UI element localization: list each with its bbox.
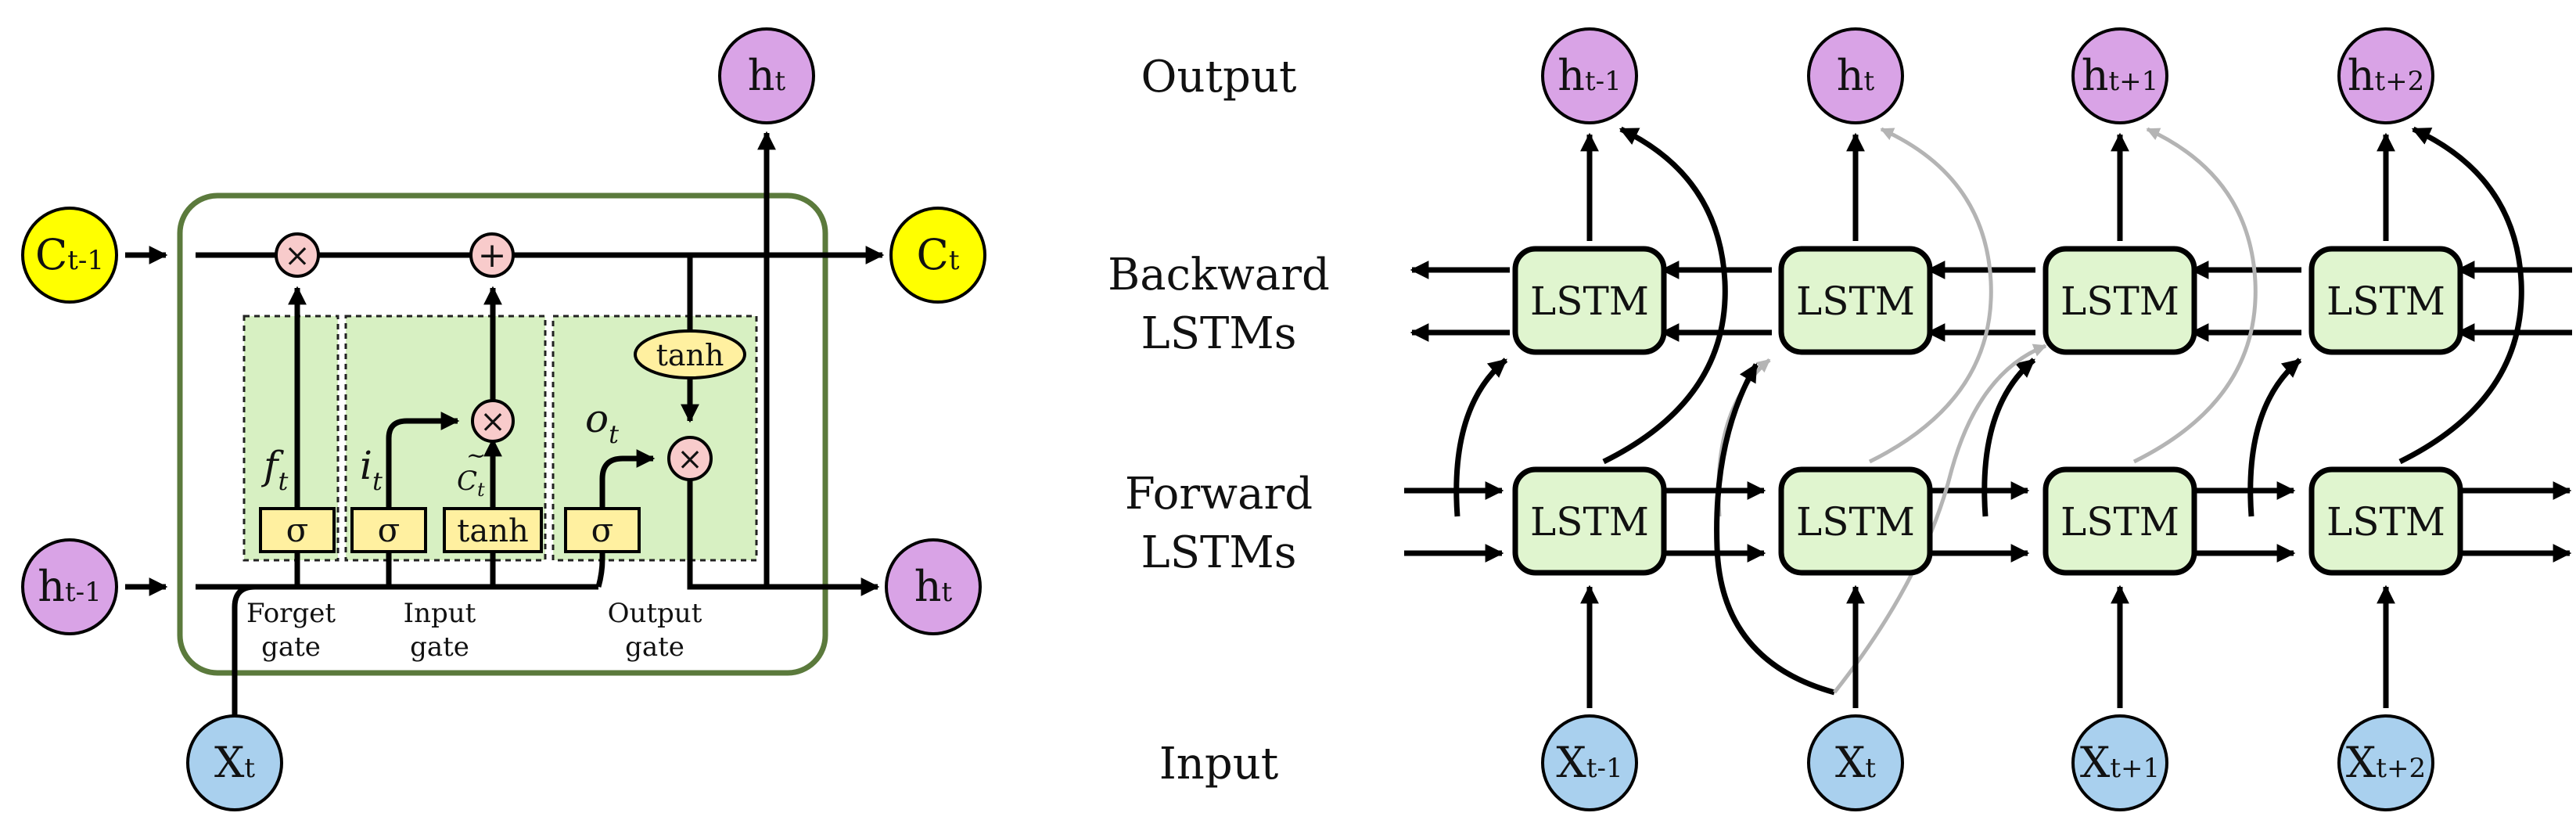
output-nodes: ht-1 ht ht+1 ht+2 [1541, 27, 2434, 124]
h-out-right-node [885, 538, 982, 635]
vertical-connections [1580, 132, 2395, 708]
x-input-node [186, 714, 283, 811]
h-out-top-label: ht [748, 51, 786, 100]
output-node-h-t+2 [2337, 27, 2434, 124]
input-label-x-t-1: Xt-1 [1556, 738, 1622, 787]
lstm-cell: × + × × tanh σ σ tanh σ ft it ~ Ct ot Fo… [21, 27, 986, 811]
input-multiply-node [471, 399, 515, 443]
input-label-x-t: Xt [1835, 738, 1876, 787]
input-node-x-t-1 [1541, 714, 1638, 811]
forward-connections [1404, 481, 2572, 563]
output-gate-caption-line1: Output [608, 598, 702, 629]
input-multiply-symbol: × [480, 404, 506, 440]
forward-lstm-block [2308, 466, 2463, 576]
row-label-output: Output [1141, 52, 1297, 103]
output-label-h-t-1: ht-1 [1557, 51, 1622, 100]
row-label-forward-line1: Forward [1125, 469, 1313, 520]
input-tanh-label: tanh [457, 513, 528, 549]
input-node-x-t [1807, 714, 1904, 811]
backward-lstm-label: LSTM [2060, 279, 2179, 324]
input-label-x-t+1: Xt+1 [2080, 738, 2160, 787]
output-node-h-t [1807, 27, 1904, 124]
skip-connections [1453, 126, 2524, 696]
backward-lstm-label: LSTM [1796, 279, 1915, 324]
output-gate-caption-line2: gate [625, 631, 684, 663]
bilstm-diagram: Output Backward LSTMs Forward LSTMs Inpu… [1108, 27, 2572, 811]
forward-lstm-label: LSTM [1530, 499, 1649, 545]
h-prev-node [21, 538, 118, 635]
backward-lstm-row: LSTM LSTM LSTM LSTM [1512, 246, 2463, 355]
backward-lstm-block [2308, 246, 2463, 355]
forget-sigma-label: σ [286, 511, 309, 549]
output-multiply-symbol: × [677, 441, 703, 477]
input-label-x-t+2: Xt+2 [2346, 738, 2426, 787]
forward-lstm-label: LSTM [2326, 499, 2445, 545]
output-sigma-box [564, 507, 641, 553]
row-label-input: Input [1159, 739, 1279, 789]
output-node-h-t-1 [1541, 27, 1638, 124]
forward-lstm-block [1512, 466, 1667, 576]
candidate-signal-label: Ct [457, 466, 485, 501]
forward-lstm-block [2042, 466, 2197, 576]
cell-add-symbol: + [478, 236, 507, 275]
c-prev-label: Ct-1 [35, 230, 104, 279]
forward-lstm-block [1778, 466, 1933, 576]
output-label-h-t: ht [1837, 51, 1875, 100]
input-gate-caption-line1: Input [404, 598, 476, 629]
output-signal-label: ot [585, 396, 619, 449]
candidate-accent: ~ [466, 442, 486, 469]
backward-lstm-block [2042, 246, 2197, 355]
x-input-label: Xt [214, 738, 255, 787]
input-gate-caption-line2: gate [410, 631, 469, 663]
forget-gate-caption-line1: Forget [246, 598, 336, 629]
row-label-backward-line1: Backward [1108, 250, 1330, 300]
input-tanh-box [443, 507, 543, 553]
input-signal-label: it [360, 443, 383, 496]
c-out-node [889, 207, 986, 304]
input-node-x-t+2 [2337, 714, 2434, 811]
input-node-x-t+1 [2071, 714, 2168, 811]
c-out-label: Ct [917, 230, 960, 279]
backward-lstm-block [1778, 246, 1933, 355]
output-sigma-label: σ [591, 511, 614, 549]
backward-lstm-block [1512, 246, 1667, 355]
h-prev-label: ht-1 [38, 562, 102, 611]
backward-lstm-label: LSTM [1530, 279, 1649, 324]
forward-lstm-label: LSTM [2060, 499, 2179, 545]
c-prev-node [21, 207, 118, 304]
cell-add-node [469, 232, 515, 278]
output-label-h-t+2: ht+2 [2348, 51, 2425, 100]
forward-lstm-label: LSTM [1796, 499, 1915, 545]
output-node-h-t+1 [2071, 27, 2168, 124]
forget-sigma-box [259, 507, 336, 553]
h-out-top-node [718, 27, 815, 124]
forget-multiply-symbol: × [284, 238, 311, 274]
forget-gate-caption-line2: gate [261, 631, 321, 663]
output-multiply-node [667, 436, 713, 481]
h-out-right-label: ht [914, 562, 953, 611]
output-label-h-t+1: ht+1 [2082, 51, 2159, 100]
cell-tanh-node [634, 329, 746, 379]
input-sigma-label: σ [378, 511, 401, 549]
cell-tanh-label: tanh [656, 338, 724, 372]
cell-boundary [177, 192, 828, 676]
backward-lstm-label: LSTM [2326, 279, 2445, 324]
forget-multiply-node [275, 232, 320, 278]
forward-lstm-row: LSTM LSTM LSTM LSTM [1512, 466, 2463, 576]
row-label-forward-line2: LSTMs [1141, 527, 1297, 578]
row-label-backward-line2: LSTMs [1141, 308, 1297, 359]
input-sigma-box [350, 507, 427, 553]
input-nodes: Xt-1 Xt Xt+1 Xt+2 [1541, 714, 2434, 811]
